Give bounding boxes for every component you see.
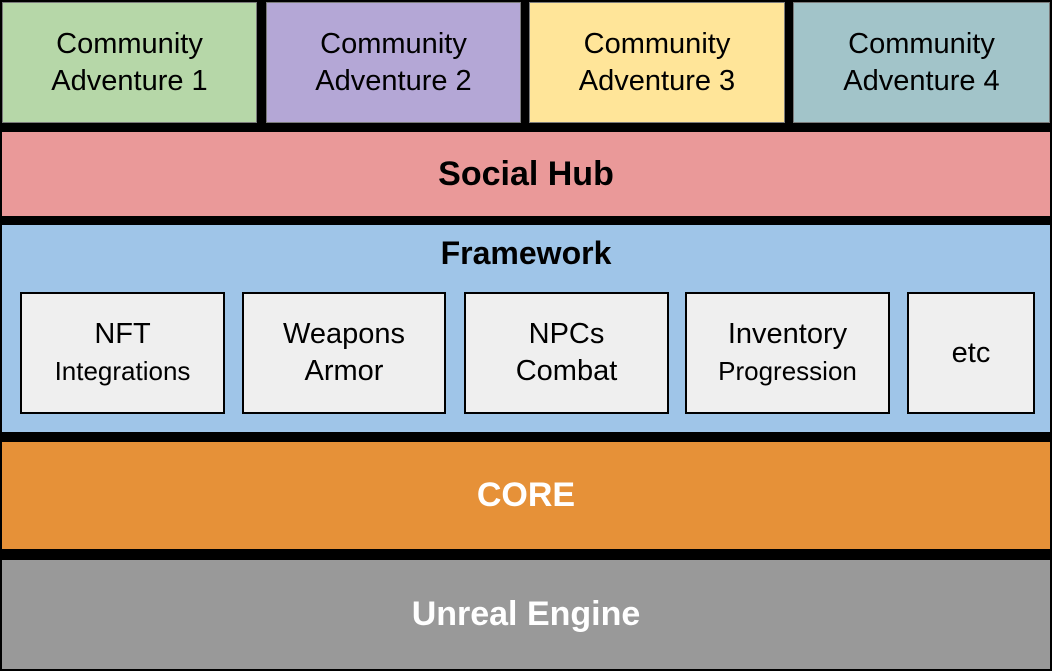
framework-layer: Framework NFT Integrations Weapons Armor… — [2, 225, 1050, 432]
module-nft-line2: Integrations — [54, 356, 191, 386]
module-etc: etc — [907, 292, 1035, 414]
module-weapons-armor: Weapons Armor — [242, 292, 446, 414]
module-inventory-line1: Inventory — [727, 318, 848, 350]
module-npcs-combat: NPCs Combat — [464, 292, 669, 414]
module-inventory-line2: Progression — [718, 356, 857, 386]
module-npcs-line2: Combat — [515, 355, 618, 387]
community-adventure-1-block: Community Adventure 1 — [2, 2, 257, 123]
unreal-engine-label: Unreal Engine — [411, 595, 641, 633]
community-adventure-2-line2: Adventure 2 — [315, 64, 472, 97]
unreal-engine-layer: Unreal Engine — [2, 560, 1050, 669]
community-adventure-1-line1: Community — [56, 27, 203, 60]
community-adventure-1-line2: Adventure 1 — [51, 64, 208, 97]
community-adventure-4-block: Community Adventure 4 — [793, 2, 1050, 123]
social-hub-label: Social Hub — [438, 154, 614, 193]
social-hub-layer: Social Hub — [2, 132, 1050, 216]
community-adventure-4-line1: Community — [848, 27, 995, 60]
module-npcs-line1: NPCs — [528, 318, 605, 350]
module-etc-label: etc — [951, 336, 991, 369]
community-adventure-3-line1: Community — [583, 27, 731, 60]
framework-title: Framework — [440, 235, 612, 271]
module-inventory-progression: Inventory Progression — [685, 292, 890, 414]
community-adventure-3-line2: Adventure 3 — [578, 64, 736, 97]
community-adventure-3-block: Community Adventure 3 — [529, 2, 785, 123]
community-adventure-2-line1: Community — [320, 27, 467, 60]
module-weapons-line2: Armor — [304, 355, 384, 387]
module-nft-line1: NFT — [94, 318, 151, 350]
core-layer: CORE — [2, 442, 1050, 549]
community-adventure-2-block: Community Adventure 2 — [266, 2, 521, 123]
community-adventure-4-line2: Adventure 4 — [843, 64, 1000, 97]
module-weapons-line1: Weapons — [283, 318, 405, 350]
core-label: CORE — [476, 476, 576, 514]
module-nft-integrations: NFT Integrations — [20, 292, 225, 414]
